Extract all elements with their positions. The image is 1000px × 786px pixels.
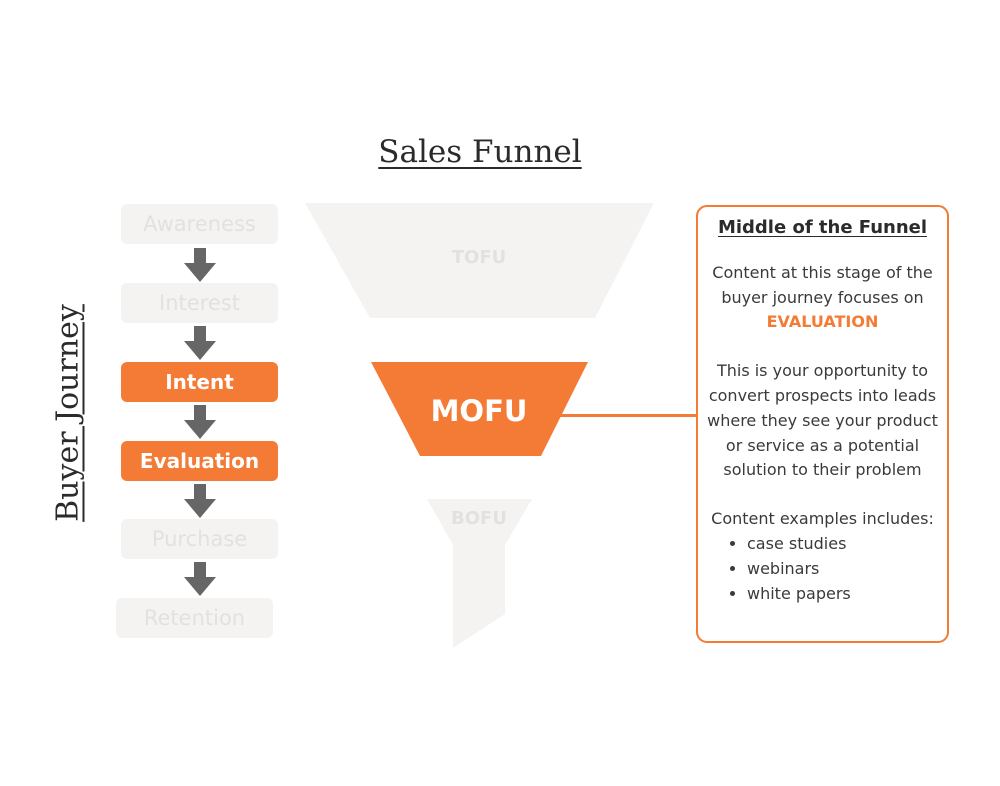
list-item: case studies [747, 532, 941, 557]
down-arrow-icon [184, 484, 216, 518]
down-arrow-icon [184, 248, 216, 282]
stage-interest: Interest [121, 283, 278, 323]
sales-funnel: TOFU MOFU BOFU [305, 203, 654, 648]
stage-awareness: Awareness [121, 204, 278, 244]
tofu-segment [305, 203, 654, 318]
bofu-label: BOFU [451, 508, 507, 529]
mofu-segment [371, 362, 588, 456]
info-box: Middle of the Funnel Content at this sta… [696, 205, 949, 643]
list-item: white papers [747, 582, 941, 607]
stage-evaluation: Evaluation [121, 441, 278, 481]
diagram-title: Sales Funnel [378, 134, 582, 170]
info-title: Middle of the Funnel [717, 217, 928, 238]
down-arrow-icon [184, 326, 216, 360]
stage-purchase: Purchase [121, 519, 278, 559]
stage-intent: Intent [121, 362, 278, 402]
examples-list: case studies webinars white papers [704, 532, 941, 606]
down-arrow-icon [184, 562, 216, 596]
info-highlight: EVALUATION [766, 312, 879, 332]
examples-heading: Content examples includes: [711, 509, 934, 529]
tofu-label: TOFU [452, 247, 507, 268]
list-item: webinars [747, 557, 941, 582]
mofu-label: MOFU [431, 394, 528, 428]
bofu-segment [427, 499, 532, 648]
stage-retention: Retention [116, 598, 273, 638]
info-intro-text: Content at this stage of the buyer journ… [712, 262, 933, 307]
info-opportunity: This is your opportunity to convert pros… [707, 361, 938, 480]
down-arrow-icon [184, 405, 216, 439]
buyer-journey-label: Buyer Journey [50, 304, 86, 522]
info-intro: Content at this stage of the buyer journ… [704, 261, 941, 335]
connector-line [555, 414, 696, 417]
